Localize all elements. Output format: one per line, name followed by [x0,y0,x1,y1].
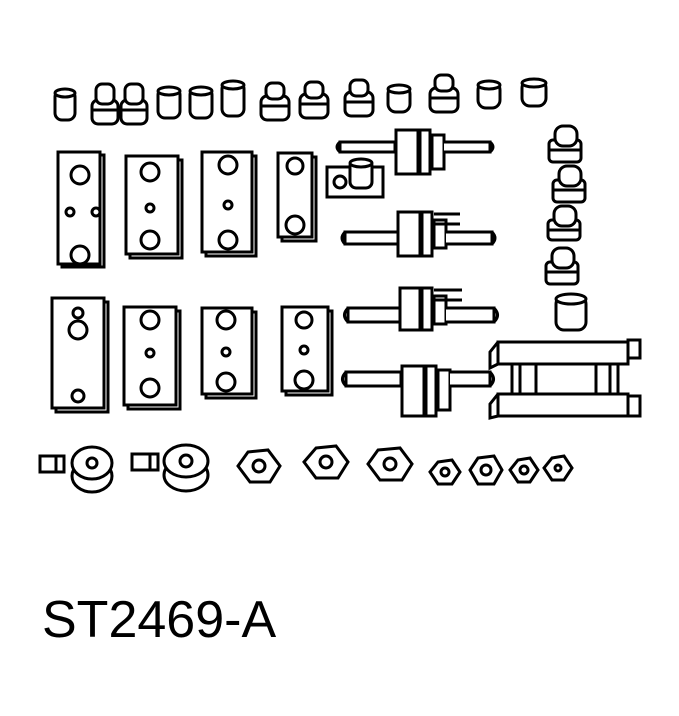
top-part-plain-3 [188,85,214,120]
plate-upper-1 [56,150,106,269]
hex-nut-1 [236,448,282,484]
hex-nut-4 [428,458,462,486]
pin-4 [341,364,495,418]
top-part-plain-4 [220,79,246,118]
pins [335,128,499,418]
plate-lower-4 [280,305,334,397]
top-part-stacked-2 [119,82,149,126]
right-part-5 [554,292,588,332]
small-block [325,157,385,199]
right-part-4 [544,246,580,286]
figure-caption: ST2469-A [42,591,277,649]
clamp-roller-2 [130,443,210,493]
top-part-stacked-5 [343,78,375,118]
pin-2 [340,210,497,258]
right-part-1 [547,124,583,164]
lower-plates [50,296,334,414]
clamp-roller-1 [38,445,114,494]
upper-plates [56,150,318,269]
pin-3 [343,286,499,332]
plate-upper-3 [200,150,258,258]
top-part-stacked-6 [428,73,460,114]
hex-nut-3 [366,446,414,482]
top-part-stacked-3 [259,81,291,122]
hex-nut-7 [542,454,574,482]
top-part-stacked-4 [298,80,330,120]
top-part-plain-6 [476,79,502,110]
top-part-plain-1 [53,87,77,122]
top-row-parts [53,73,548,126]
right-part-3 [546,204,582,242]
hex-nut-5 [468,454,504,486]
plate-lower-2 [122,305,182,411]
right-part-2 [551,164,587,204]
plate-upper-2 [124,154,184,260]
bottom-row-parts [38,443,574,494]
top-part-stacked-1 [90,82,120,126]
plate-lower-3 [200,306,258,400]
plate-upper-4 [276,151,318,243]
right-column-parts [544,124,588,332]
hex-nut-2 [302,444,350,480]
plate-lower-1 [50,296,110,414]
hex-nut-6 [508,456,540,484]
top-part-plain-7 [520,77,548,108]
top-part-plain-5 [386,83,412,114]
top-part-plain-2 [156,85,182,120]
frame-assembly [488,338,642,420]
pin-1 [335,128,495,176]
